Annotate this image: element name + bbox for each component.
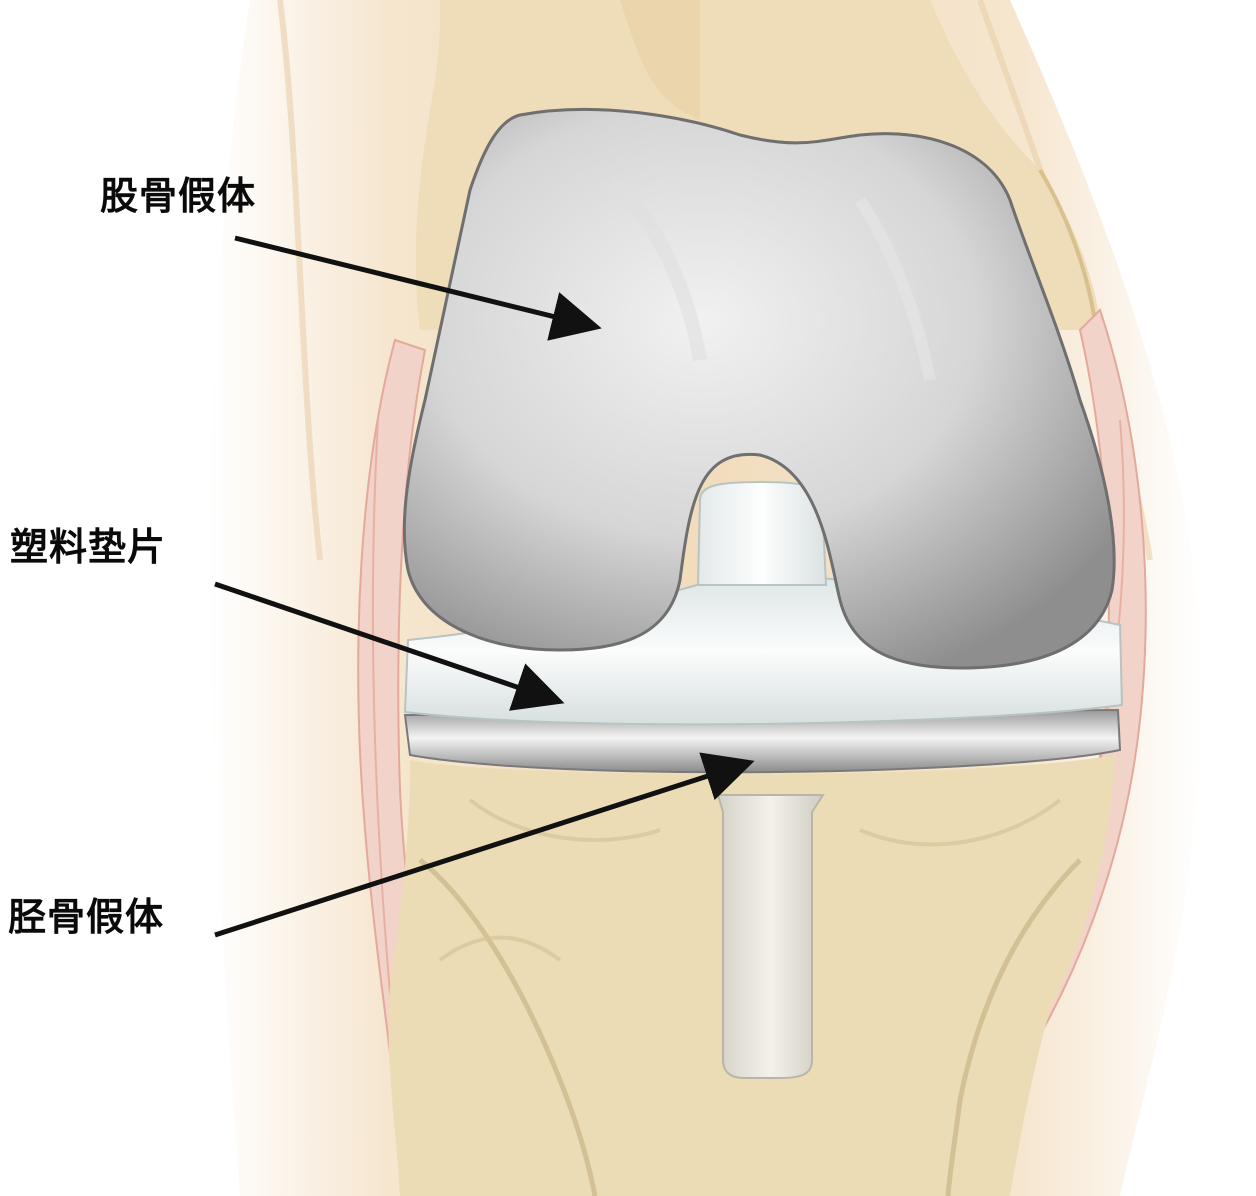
tibial-stem — [716, 794, 825, 1079]
tibial-tray — [403, 708, 1122, 774]
label-plastic-insert: 塑料垫片 — [10, 525, 167, 569]
label-tibial-component: 胫骨假体 — [8, 895, 165, 939]
arrow-femoral — [234, 235, 602, 341]
femoral-component — [402, 107, 1116, 670]
arrow-tibial — [214, 752, 755, 938]
callout-arrows — [214, 235, 755, 938]
arrow-insert — [214, 581, 565, 711]
label-femoral-component: 股骨假体 — [100, 174, 257, 218]
